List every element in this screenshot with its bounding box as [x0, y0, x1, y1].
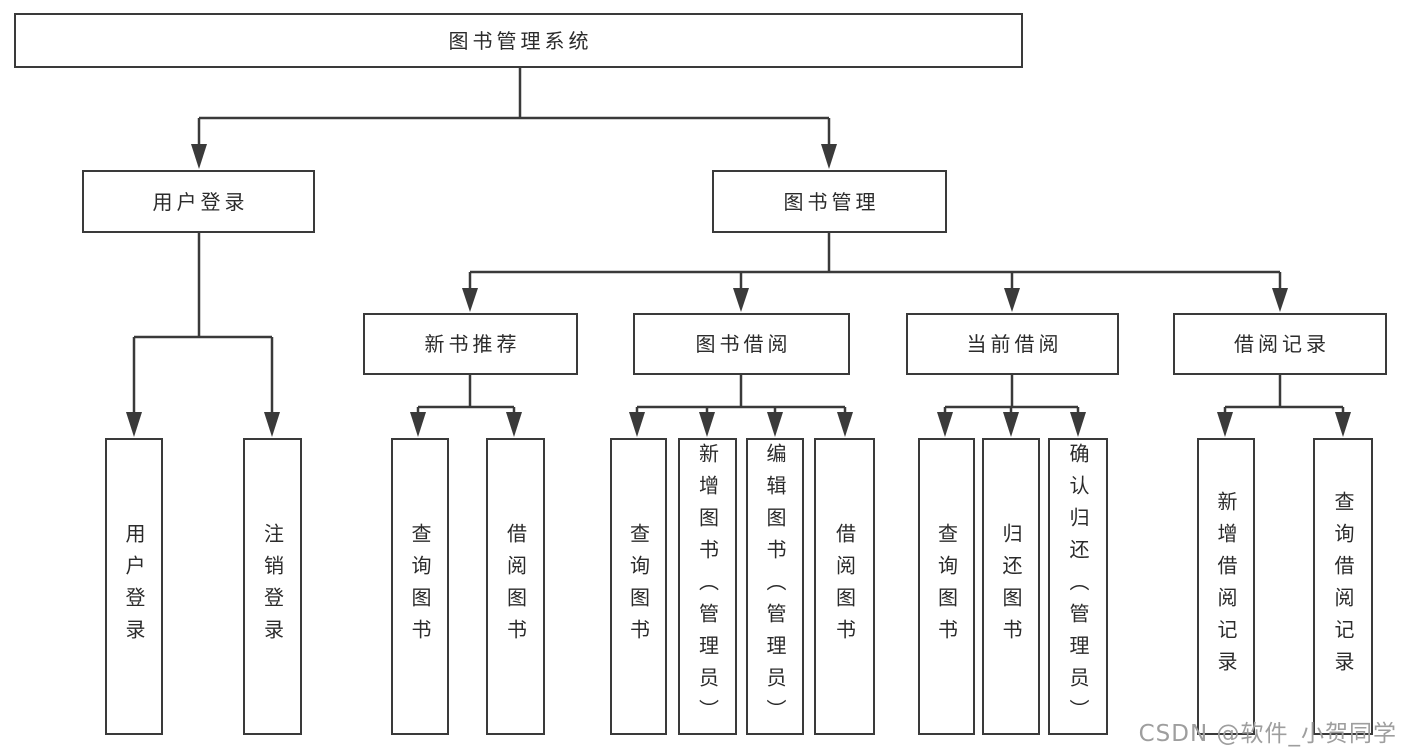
node-label: 新增图书（管理员）: [695, 442, 720, 731]
node-label: 查询图书: [934, 522, 959, 651]
node-label: 图书管理: [783, 189, 880, 214]
node-label: 注销登录: [260, 522, 285, 651]
edges-borrowing-records-to-leaves: [1217, 375, 1351, 437]
edges-book-borrowing-to-leaves: [629, 375, 853, 437]
node-label: 编辑图书（管理员）: [763, 442, 787, 731]
node-label: 查询图书: [626, 522, 651, 651]
edges-book-management-to-level2: [462, 233, 1288, 312]
edges-user-login-to-leaves: [126, 233, 280, 437]
node-borrowing-records: 借阅记录: [1173, 313, 1387, 375]
leaf-query-books-recommend: 查询图书: [391, 438, 449, 735]
node-book-borrowing: 图书借阅: [633, 313, 850, 375]
leaf-add-books-admin: 新增图书（管理员）: [678, 438, 737, 735]
node-label: 借阅图书: [832, 522, 857, 651]
leaf-query-books-current: 查询图书: [918, 438, 975, 735]
node-label: 查询借阅记录: [1331, 490, 1355, 683]
leaf-query-borrow-record: 查询借阅记录: [1313, 438, 1373, 735]
leaf-return-books: 归还图书: [982, 438, 1040, 735]
node-label: 当前借阅: [966, 332, 1063, 356]
csdn-watermark: CSDN @软件_小贺同学: [1138, 721, 1397, 747]
edges-new-book-recommendation-to-leaves: [410, 375, 522, 437]
leaf-user-login: 用户登录: [105, 438, 163, 735]
node-label: 借阅记录: [1234, 332, 1330, 356]
leaf-borrow-books-recommend: 借阅图书: [486, 438, 545, 735]
node-label: 查询图书: [408, 522, 432, 651]
node-label: 借阅图书: [503, 522, 528, 651]
node-user-login: 用户登录: [82, 170, 315, 233]
node-label: 图书借阅: [695, 332, 792, 356]
node-label: 用户登录: [122, 522, 146, 651]
node-new-book-recommendation: 新书推荐: [363, 313, 578, 375]
node-label: 新书推荐: [424, 332, 521, 356]
node-current-borrowing: 当前借阅: [906, 313, 1119, 375]
leaf-confirm-return-admin: 确认归还（管理员）: [1048, 438, 1108, 735]
leaf-edit-books-admin: 编辑图书（管理员）: [746, 438, 804, 735]
node-book-management-system: 图书管理系统: [14, 13, 1023, 68]
node-book-management: 图书管理: [712, 170, 947, 233]
node-label: 用户登录: [152, 189, 249, 214]
edges-current-borrowing-to-leaves: [937, 375, 1086, 437]
leaf-logout-login: 注销登录: [243, 438, 302, 735]
leaf-query-books-borrowing: 查询图书: [610, 438, 667, 735]
node-label: 图书管理系统: [448, 28, 593, 53]
leaf-borrow-books-borrowing: 借阅图书: [814, 438, 875, 735]
edges-root-to-level1: [191, 68, 837, 169]
node-label: 确认归还（管理员）: [1066, 442, 1090, 731]
node-label: 归还图书: [999, 522, 1023, 651]
node-label: 新增借阅记录: [1214, 490, 1238, 683]
leaf-add-borrow-record: 新增借阅记录: [1197, 438, 1255, 735]
